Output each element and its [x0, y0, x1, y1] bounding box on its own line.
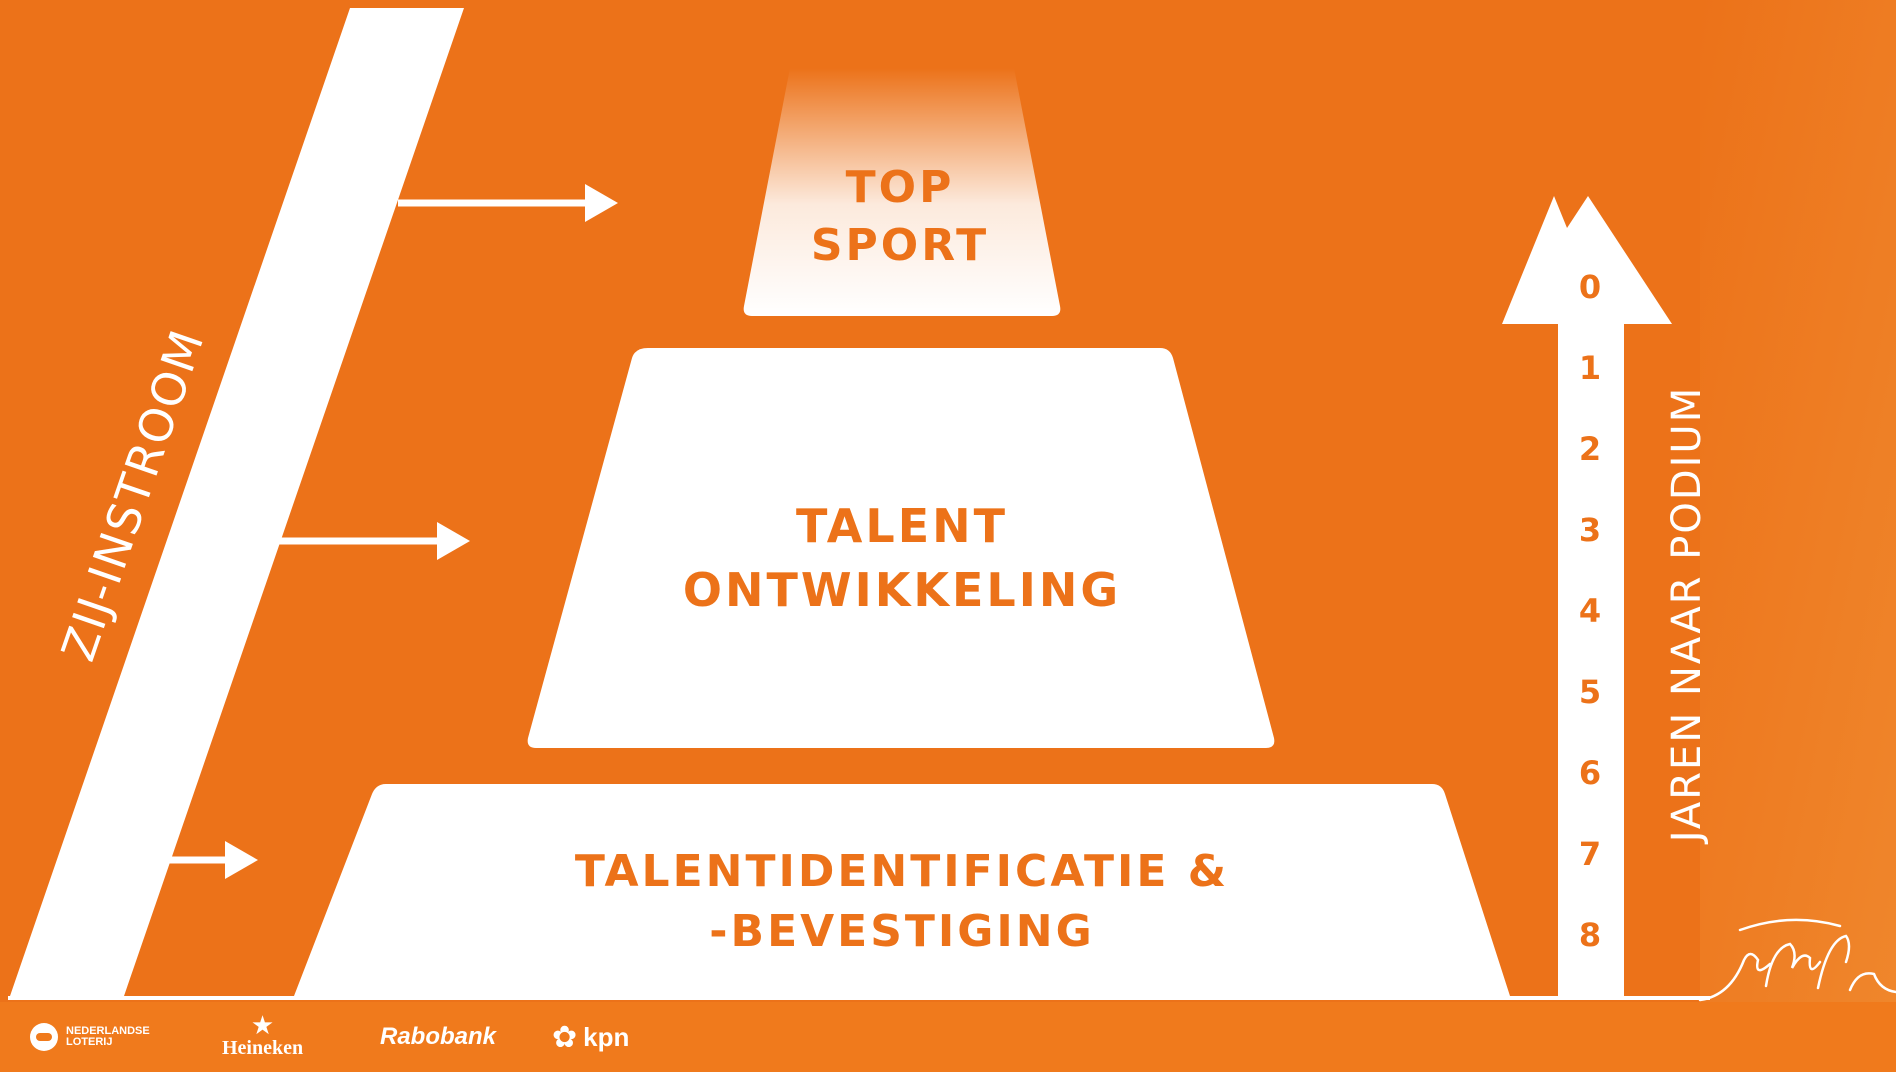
level-bottom-line1: TALENTIDENTIFICATIE & — [575, 846, 1229, 897]
years-arrow-shaft — [1558, 322, 1624, 998]
year-number: 5 — [1579, 673, 1601, 711]
year-number: 6 — [1579, 754, 1601, 792]
level-top-line1: TOP — [846, 162, 955, 213]
side-entry-bar — [10, 8, 464, 996]
sponsor-rabobank: Rabobank — [380, 1002, 496, 1072]
hands-icon — [1698, 918, 1896, 1002]
entry-arrow-bottom — [162, 841, 258, 879]
pyramid-level-top-sport — [743, 68, 1061, 316]
years-arrow-tip — [1504, 196, 1672, 324]
entry-arrow-middle — [276, 522, 470, 560]
level-top-line2: SPORT — [811, 220, 989, 271]
sponsor-label: Rabobank — [380, 1023, 497, 1050]
entry-arrow-top — [398, 184, 618, 222]
year-number: 4 — [1579, 592, 1601, 630]
star-icon: ★ — [250, 1010, 275, 1041]
year-number: 0 — [1579, 268, 1601, 306]
background-glow — [1700, 0, 1896, 1002]
pyramid-diagram: ZIJ-INSTROOM TOP SPORT TALENT ONTWIKKELI… — [8, 0, 1896, 1002]
flower-icon: ✿ — [552, 1019, 578, 1055]
level-middle-line1: TALENT — [796, 499, 1008, 553]
sponsor-footer: NEDERLANDSE LOTERIJ ★ Heineken Rabobank … — [0, 1002, 1896, 1072]
level-middle-line2: ONTWIKKELING — [683, 563, 1121, 617]
year-number: 1 — [1579, 349, 1601, 387]
sponsor-heineken: ★ Heineken — [222, 1002, 303, 1072]
years-scale: 0 1 2 3 4 5 6 7 8 — [1579, 268, 1601, 954]
sponsor-kpn: ✿ kpn — [552, 1002, 629, 1072]
level-bottom-line2: -BEVESTIGING — [709, 906, 1094, 957]
year-number: 2 — [1579, 430, 1601, 468]
pyramid-level-talentidentificatie — [294, 784, 1510, 996]
year-number: 7 — [1579, 835, 1601, 873]
sponsor-label: NEDERLANDSE LOTERIJ — [66, 1025, 150, 1048]
sponsor-label: Heineken — [222, 1036, 304, 1059]
pyramid-level-talent-ontwikkeling — [527, 348, 1275, 748]
year-number: 3 — [1579, 511, 1601, 549]
loterij-logo-icon — [30, 1023, 58, 1051]
year-number: 8 — [1579, 916, 1601, 954]
years-label: JAREN NAAR PODIUM — [1664, 386, 1710, 845]
sponsor-nederlandse-loterij: NEDERLANDSE LOTERIJ — [30, 1002, 176, 1072]
sponsor-label: kpn — [583, 1021, 630, 1052]
